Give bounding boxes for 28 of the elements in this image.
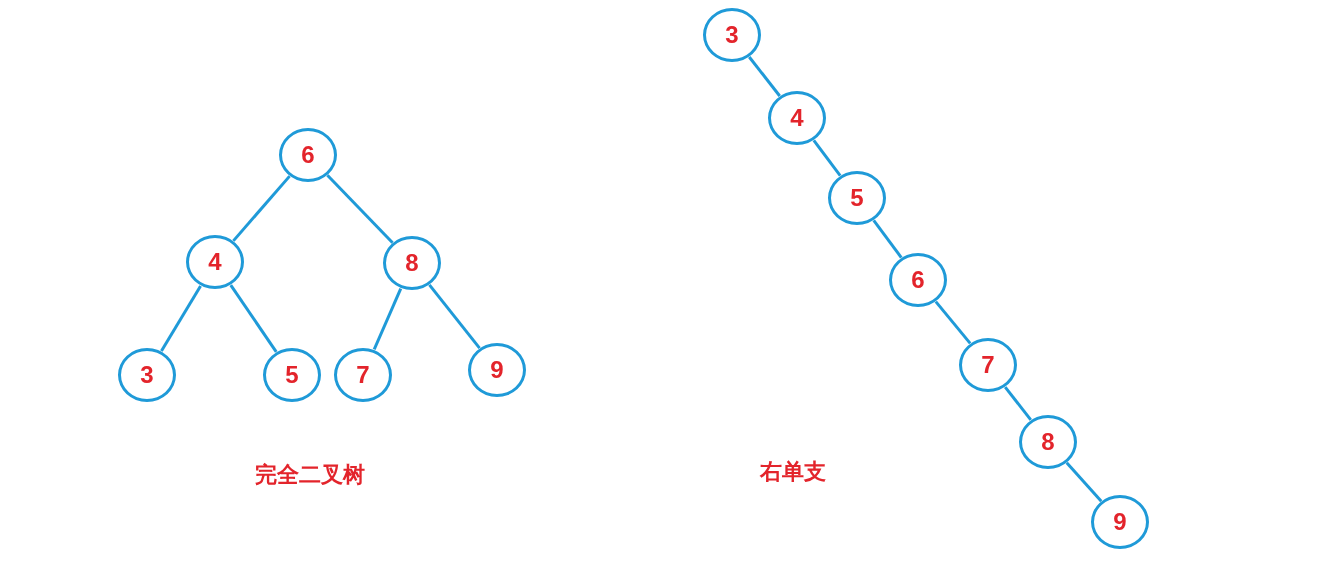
- tree-edge: [872, 219, 903, 259]
- tree-edge: [229, 284, 278, 353]
- tree-node: 6: [279, 128, 337, 182]
- tree-edge: [748, 56, 781, 97]
- tree-node: 8: [383, 236, 441, 290]
- tree-caption: 完全二叉树: [255, 461, 365, 489]
- tree-edge: [232, 175, 291, 242]
- tree-node: 9: [468, 343, 526, 397]
- tree-node: 7: [959, 338, 1017, 392]
- tree-edge: [934, 300, 972, 345]
- tree-node: 6: [889, 253, 947, 307]
- tree-edge: [1004, 386, 1032, 421]
- tree-node: 3: [703, 8, 761, 62]
- tree-node: 5: [263, 348, 321, 402]
- tree-node: 4: [768, 91, 826, 145]
- tree-node: 7: [334, 348, 392, 402]
- tree-edge: [160, 285, 202, 352]
- tree-edge: [1065, 461, 1103, 503]
- tree-edge: [812, 139, 842, 177]
- tree-node: 9: [1091, 495, 1149, 549]
- tree-edge: [428, 284, 481, 349]
- tree-edge: [326, 174, 394, 244]
- tree-edge: [372, 288, 403, 350]
- tree-caption: 右单支: [760, 458, 826, 486]
- tree-node: 5: [828, 171, 886, 225]
- tree-node: 4: [186, 235, 244, 289]
- tree-node: 8: [1019, 415, 1077, 469]
- tree-node: 3: [118, 348, 176, 402]
